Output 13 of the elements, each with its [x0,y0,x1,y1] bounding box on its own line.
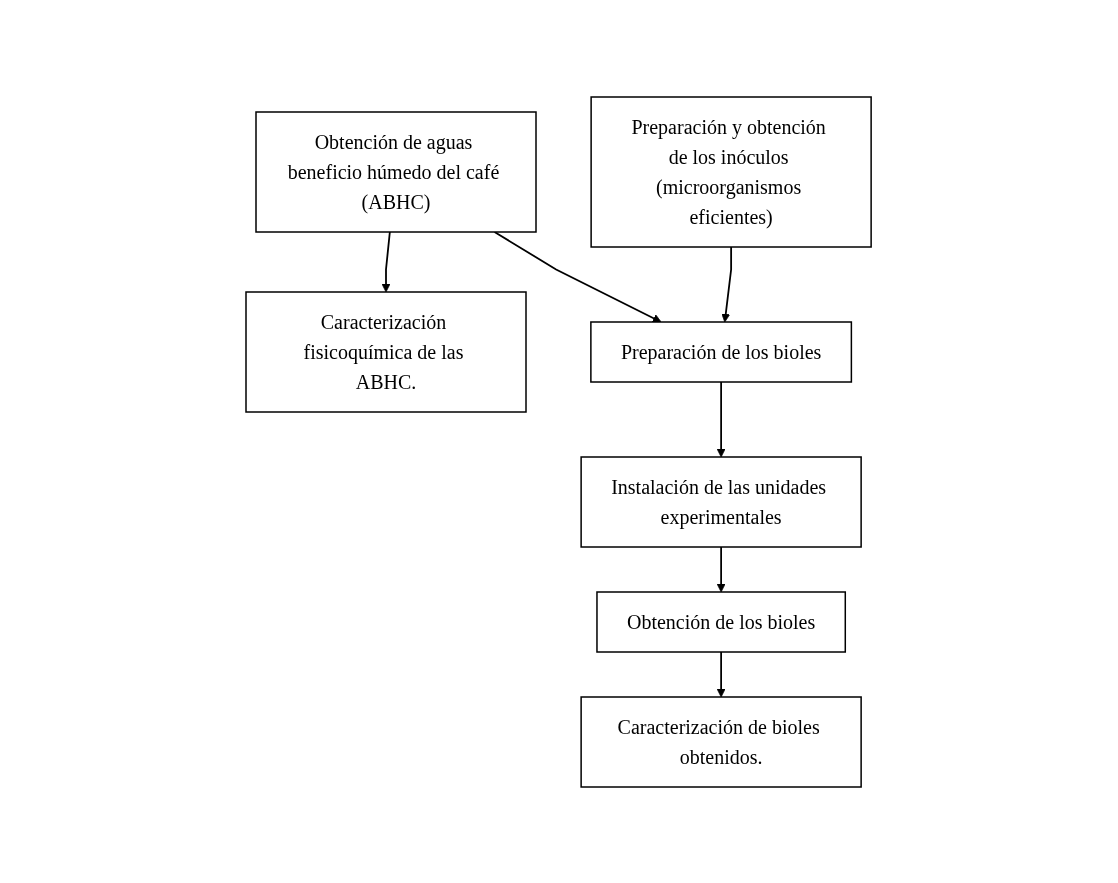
node-box: Caracterización de bioles obtenidos. [580,695,863,788]
node-box: Instalación de las unidades experimentales [580,455,863,548]
node-box: Preparación y obtención de los inóculos (microorganismos eficientes) [590,95,873,248]
arrow [721,245,733,322]
node-box: Caracterización fisicoquímica de las ABHC. [245,290,528,413]
arrow [717,545,726,592]
arrow [494,230,662,322]
arrow [382,230,392,292]
node-box: Preparación de los bioles [590,320,853,383]
node-box: Obtención de los bioles [596,590,847,653]
arrow [717,650,726,697]
arrow [717,380,726,457]
node-box: Obtención de aguas beneficio húmedo del café (ABHC) [255,110,538,233]
